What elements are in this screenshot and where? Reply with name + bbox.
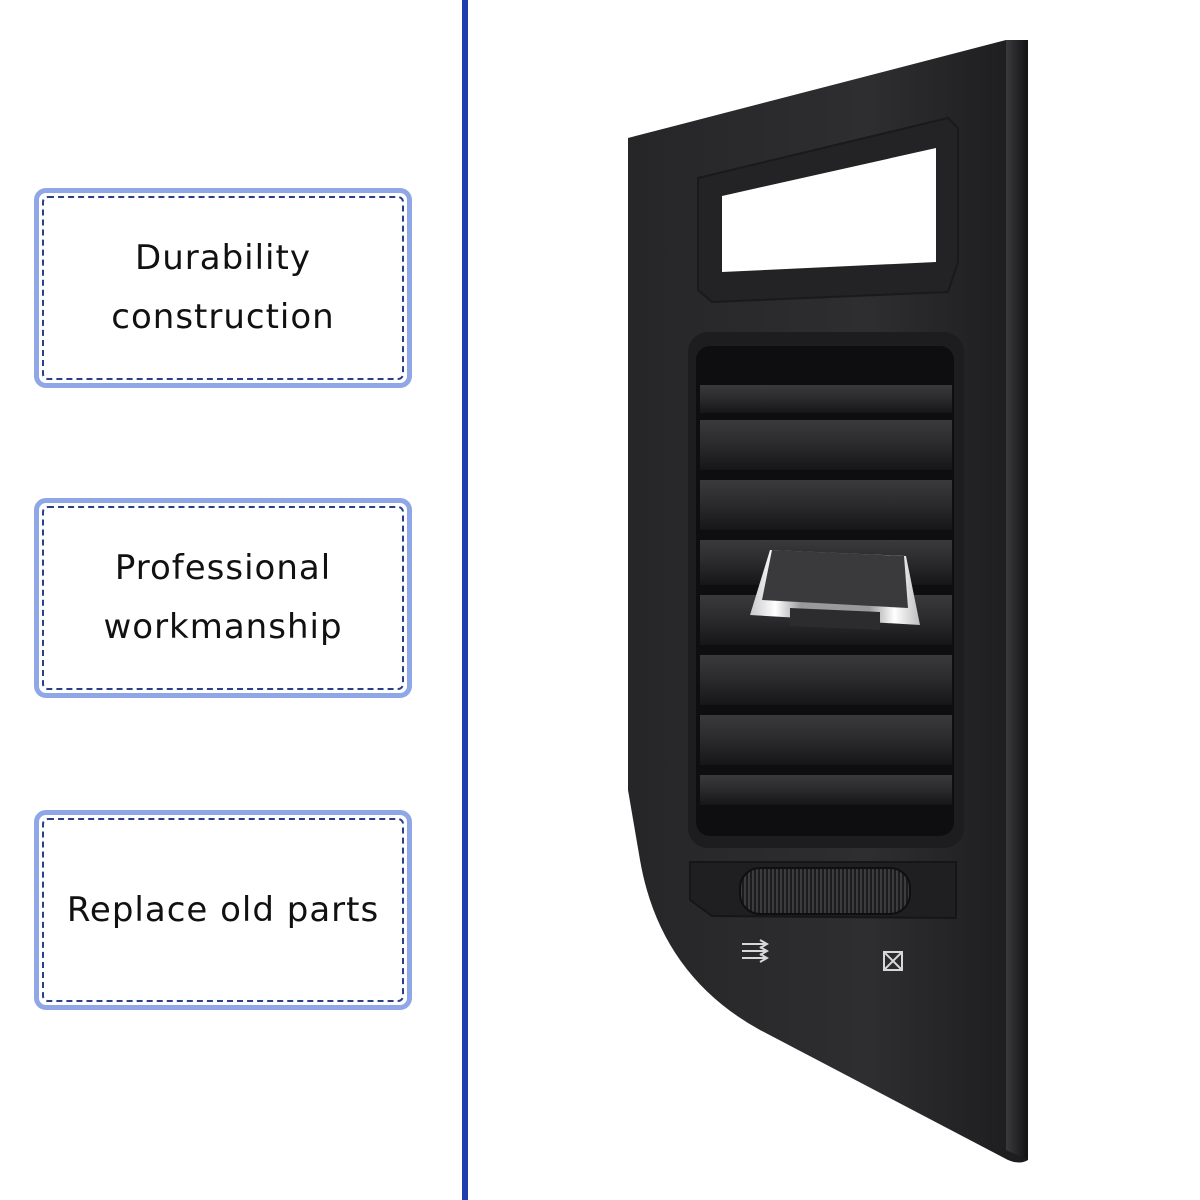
vent-slat <box>700 775 952 805</box>
closed-vent-icon <box>883 951 903 971</box>
thumbwheel <box>739 867 911 915</box>
feature-box-durability: Durability construction <box>34 188 412 388</box>
top-window-opening <box>722 148 936 272</box>
vent-slat <box>700 655 952 705</box>
vent-slat <box>700 420 952 470</box>
vertical-divider <box>462 0 468 1200</box>
feature-label: Professional workmanship <box>42 506 404 690</box>
vent-adjust-tab <box>750 550 920 630</box>
vent-slat <box>700 385 952 413</box>
airflow-icon <box>742 939 770 963</box>
feature-box-replace: Replace old parts <box>34 810 412 1010</box>
feature-label: Durability construction <box>42 196 404 380</box>
feature-box-workmanship: Professional workmanship <box>34 498 412 698</box>
vent-panel-edge <box>1006 40 1028 1160</box>
feature-label: Replace old parts <box>42 818 404 1002</box>
vent-slat <box>700 480 952 530</box>
vent-slat <box>700 715 952 765</box>
